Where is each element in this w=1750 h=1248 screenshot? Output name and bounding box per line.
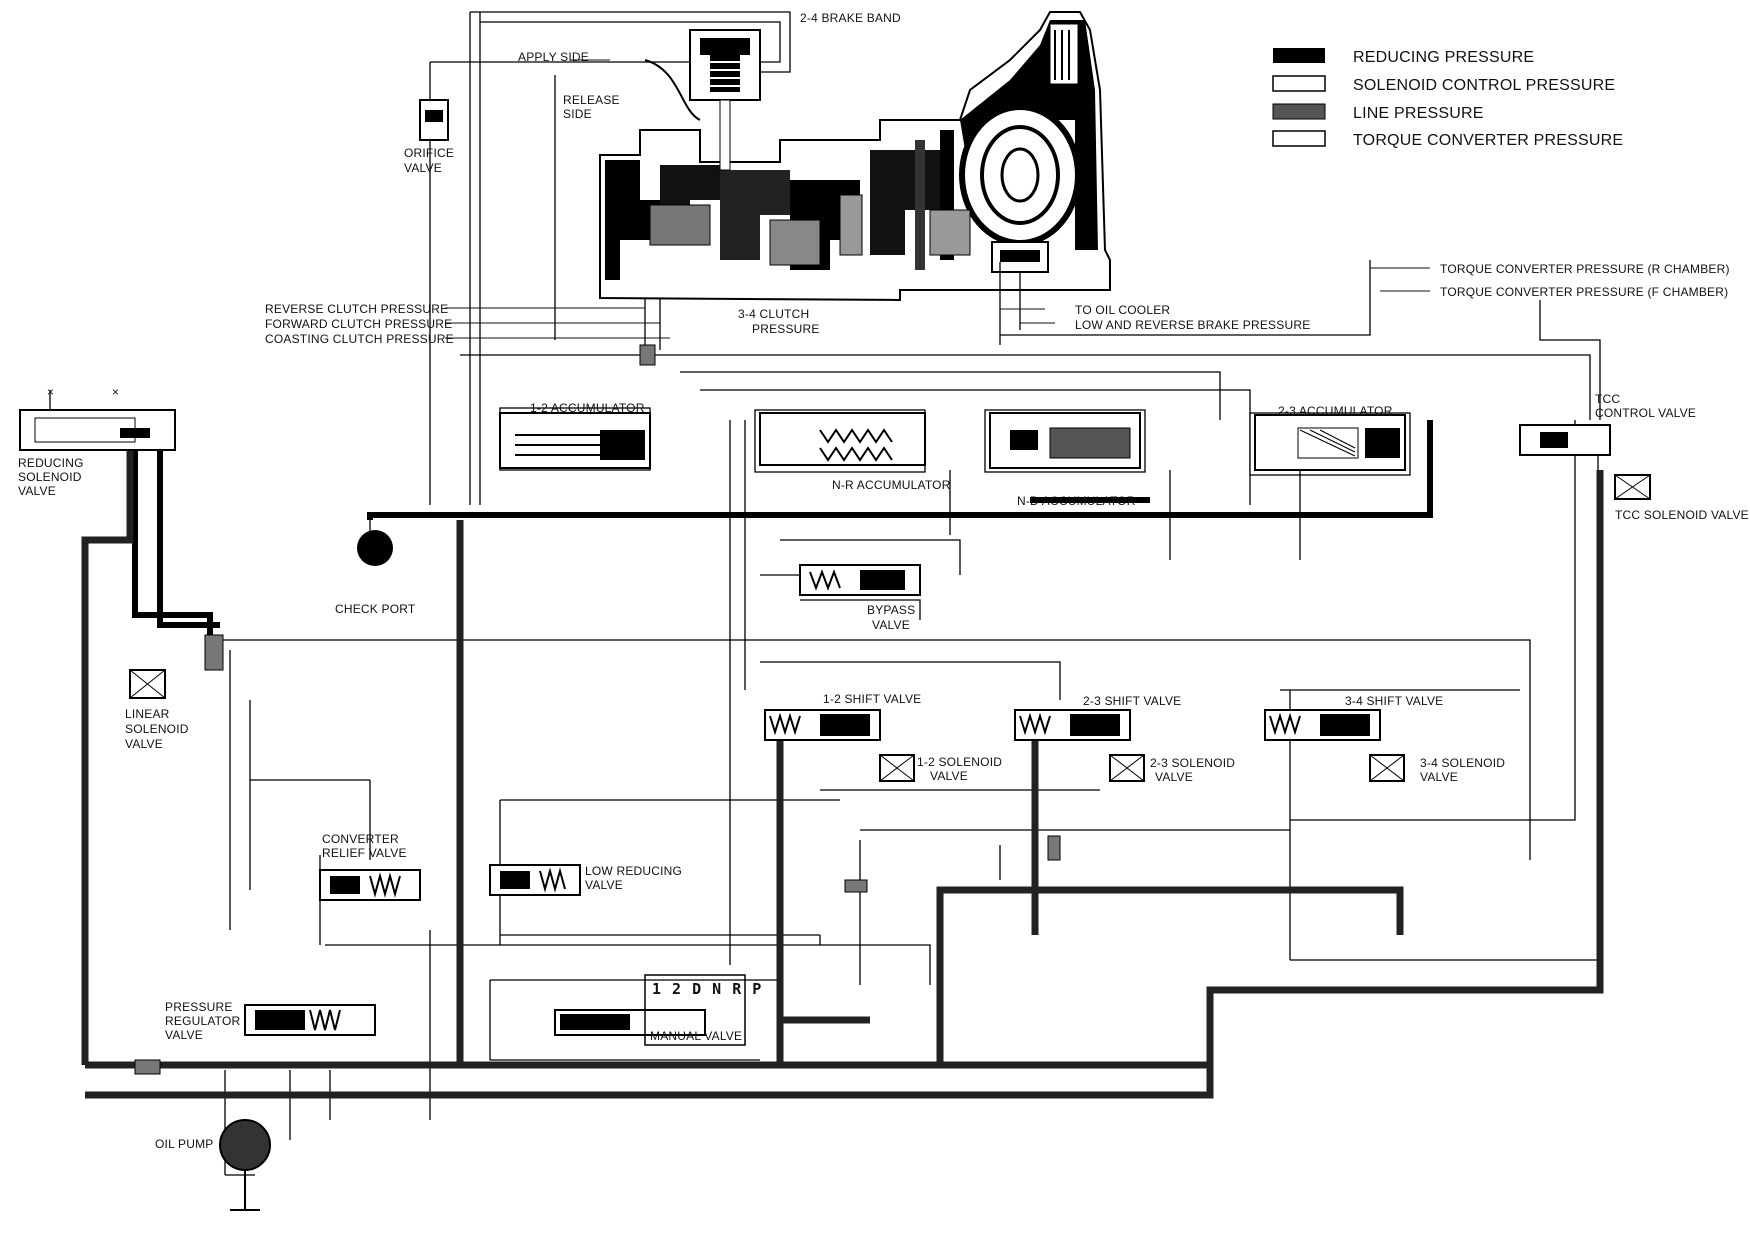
svg-text:×: ×: [47, 385, 54, 399]
pressure-regulator-valve: [244, 1004, 376, 1036]
label-to-oil-cooler: TO OIL COOLER: [1075, 303, 1170, 317]
tcc-solenoid-valve: [1614, 474, 1651, 500]
label-pressure-regulator-3: VALVE: [165, 1028, 203, 1042]
label-solenoid-23-1: 2-3 SOLENOID: [1150, 756, 1235, 770]
label-accumulator-nr: N-R ACCUMULATOR: [832, 478, 951, 492]
label-solenoid-34-2: VALVE: [1420, 770, 1458, 784]
label-linear-solenoid-1: LINEAR: [125, 707, 170, 721]
pressure-leaders: [445, 59, 1430, 339]
legend-swatch-line: [1272, 103, 1326, 120]
label-bypass-2: VALVE: [872, 618, 910, 632]
label-manual-positions: 1 2 D N R P: [652, 980, 762, 998]
label-low-reverse-brake: LOW AND REVERSE BRAKE PRESSURE: [1075, 318, 1310, 332]
label-34-clutch-2: PRESSURE: [752, 322, 820, 336]
accumulator-23: [1254, 414, 1406, 471]
linear-solenoid-valve: [129, 669, 166, 699]
legend-swatch-reducing: [1273, 48, 1325, 63]
label-forward-clutch: FORWARD CLUTCH PRESSURE: [265, 317, 452, 331]
label-release-side-1: RELEASE: [563, 93, 620, 107]
label-manual-valve: MANUAL VALVE: [650, 1029, 742, 1043]
label-linear-solenoid-3: VALVE: [125, 737, 163, 751]
label-brake-band: 2-4 BRAKE BAND: [800, 11, 901, 25]
label-reverse-clutch: REVERSE CLUTCH PRESSURE: [265, 302, 448, 316]
labels: 2-4 BRAKE BAND APPLY SIDE RELEASE SIDE O…: [18, 11, 1749, 1151]
check-port: [357, 530, 393, 566]
label-reducing-solenoid-1: REDUCING: [18, 456, 84, 470]
label-tc-r-chamber: TORQUE CONVERTER PRESSURE (R CHAMBER): [1440, 262, 1730, 276]
bypass-valve: [799, 564, 921, 596]
label-solenoid-12-2: VALVE: [930, 769, 968, 783]
label-solenoid-34-1: 3-4 SOLENOID: [1420, 756, 1505, 770]
label-shift-23: 2-3 SHIFT VALVE: [1083, 694, 1181, 708]
label-pressure-regulator-1: PRESSURE: [165, 1000, 233, 1014]
tcc-control-valve: [1519, 424, 1611, 456]
line-pressure-restrictors: [134, 344, 1061, 1075]
label-accumulator-nd: N-D ACCUMULATOR: [1017, 494, 1136, 508]
label-34-clutch-1: 3-4 CLUTCH: [738, 307, 809, 321]
label-accumulator-12: 1-2 ACCUMULATOR: [530, 401, 645, 415]
label-low-reducing-2: VALVE: [585, 878, 623, 892]
label-bypass-1: BYPASS: [867, 603, 915, 617]
legend-label-solenoid: SOLENOID CONTROL PRESSURE: [1353, 77, 1615, 94]
label-linear-solenoid-2: SOLENOID: [125, 722, 189, 736]
orifice-valve: [419, 99, 449, 141]
legend-label-line: LINE PRESSURE: [1353, 105, 1484, 122]
accumulator-nd: [989, 412, 1141, 469]
label-apply-side: APPLY SIDE: [518, 50, 589, 64]
legend-swatch-solenoid: [1272, 75, 1326, 92]
label-solenoid-23-2: VALVE: [1155, 770, 1193, 784]
converter-relief-valve: [319, 869, 421, 901]
shift-valve-23: [1014, 709, 1145, 782]
label-check-port: CHECK PORT: [335, 602, 416, 616]
label-solenoid-12-1: 1-2 SOLENOID: [917, 755, 1002, 769]
label-reducing-solenoid-3: VALVE: [18, 484, 56, 498]
label-accumulator-23: 2-3 ACCUMULATOR: [1278, 404, 1393, 418]
label-pressure-regulator-2: REGULATOR: [165, 1014, 241, 1028]
transmission-cross-section: [599, 11, 1111, 302]
shift-valve-12: [764, 709, 915, 782]
shift-valve-34: [1264, 709, 1405, 782]
label-tc-f-chamber: TORQUE CONVERTER PRESSURE (F CHAMBER): [1440, 285, 1728, 299]
reducing-solenoid-valve: × ×: [19, 385, 176, 451]
legend: REDUCING PRESSURE SOLENOID CONTROL PRESS…: [1272, 48, 1623, 149]
legend-label-reducing: REDUCING PRESSURE: [1353, 49, 1534, 66]
label-shift-12: 1-2 SHIFT VALVE: [823, 692, 921, 706]
label-converter-relief-1: CONVERTER: [322, 832, 399, 846]
low-reducing-valve: [489, 864, 581, 896]
label-coasting-clutch: COASTING CLUTCH PRESSURE: [265, 332, 454, 346]
label-orifice-valve-2: VALVE: [404, 161, 442, 175]
label-tcc-control-2: CONTROL VALVE: [1595, 406, 1696, 420]
label-tcc-control-1: TCC: [1595, 392, 1620, 406]
label-orifice-valve-1: ORIFICE: [404, 146, 454, 160]
manual-valve: [554, 974, 746, 1046]
label-shift-34: 3-4 SHIFT VALVE: [1345, 694, 1443, 708]
label-converter-relief-2: RELIEF VALVE: [322, 846, 407, 860]
accumulator-12: [499, 412, 651, 469]
legend-label-converter: TORQUE CONVERTER PRESSURE: [1353, 132, 1623, 149]
line-pressure-lines: [81, 440, 1604, 1099]
legend-swatch-converter: [1272, 130, 1326, 147]
accumulator-nr: [759, 412, 926, 466]
oil-pump: [219, 1119, 271, 1211]
label-reducing-solenoid-2: SOLENOID: [18, 470, 82, 484]
svg-text:×: ×: [112, 385, 119, 399]
label-oil-pump: OIL PUMP: [155, 1137, 214, 1151]
label-low-reducing-1: LOW REDUCING: [585, 864, 682, 878]
label-tcc-solenoid: TCC SOLENOID VALVE: [1615, 508, 1749, 522]
label-release-side-2: SIDE: [563, 107, 592, 121]
reducing-pressure-lines: [132, 420, 1433, 650]
